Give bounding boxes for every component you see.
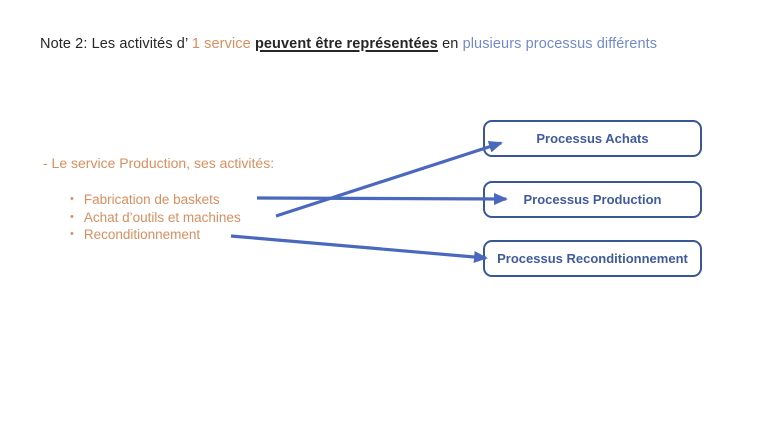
process-box-label: Processus Reconditionnement [497, 251, 688, 266]
process-box-production: Processus Production [483, 181, 702, 218]
arrow-reconditionnement-to-reconditionnement [230, 234, 488, 263]
title-emphasis: peuvent être représentées [254, 36, 438, 52]
activities-heading: - Le service Production, ses activités: [43, 155, 275, 171]
process-box-reconditionnement: Processus Reconditionnement [483, 240, 702, 277]
process-box-achats: Processus Achats [483, 120, 702, 157]
activity-label: Reconditionnement [83, 227, 201, 243]
title-highlight-service: 1 service [191, 36, 255, 52]
activity-label: Achat d’outils et machines [83, 209, 241, 225]
activity-item-reconditionnement: • Reconditionnement [70, 226, 241, 244]
arrow-fabrication-to-production [256, 192, 508, 205]
title-connector: en [437, 36, 463, 52]
activity-label: Fabrication de baskets [83, 192, 220, 208]
activities-list: • Fabrication de baskets • Achat d’outil… [70, 191, 241, 244]
process-box-label: Processus Achats [536, 131, 649, 146]
title-prefix: Note 2: Les activités d’ [40, 36, 192, 52]
title-highlight-processes: plusieurs processus différents [462, 36, 658, 52]
process-box-label: Processus Production [523, 192, 662, 207]
activity-item-achat: • Achat d’outils et machines [70, 209, 241, 227]
slide-title: Note 2: Les activités d’ 1 service peuve… [40, 36, 657, 52]
bullet-icon: • [70, 210, 74, 223]
bullet-icon: • [70, 193, 74, 206]
activity-item-fabrication: • Fabrication de baskets [70, 191, 241, 209]
arrow-achat-to-achats [275, 140, 503, 218]
bullet-icon: • [70, 228, 74, 241]
